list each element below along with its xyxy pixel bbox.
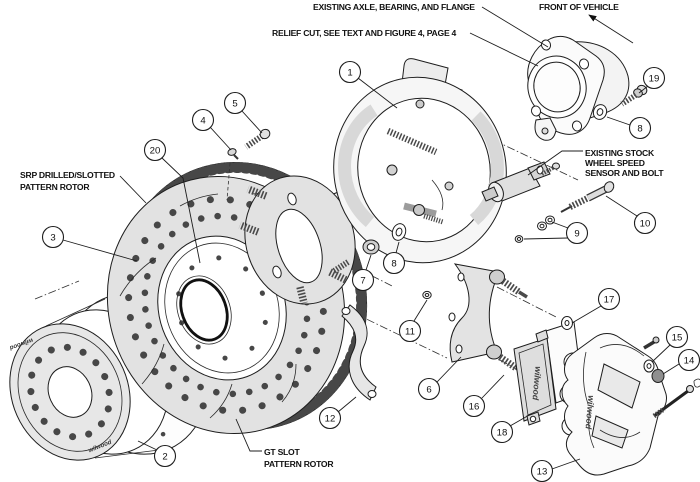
parking-brake-assembly [332,58,507,274]
svg-text:2: 2 [162,452,167,463]
svg-text:11: 11 [405,327,415,338]
svg-text:18: 18 [497,428,508,439]
svg-text:16: 16 [469,402,480,413]
callout-16: 16 [462,394,486,418]
cable-bracket [341,304,377,401]
callout-14: 14 [677,348,700,372]
callout-9: 9 [565,221,589,245]
callout-20: 20 [143,138,167,162]
callout-4: 4 [191,108,215,132]
callout-8-center: 8 [382,251,406,275]
label-gt-rotor-line2: PATTERN ROTOR [264,459,334,469]
label-front-of-vehicle: FRONT OF VEHICLE [539,2,619,12]
svg-text:13: 13 [537,467,548,478]
callout-12: 12 [318,406,342,430]
callout-3: 3 [41,225,65,249]
label-sensor-line2: WHEEL SPEED [585,158,645,168]
callout-15: 15 [665,325,689,349]
caliper: wilwood [559,316,700,476]
axle-flange [527,35,630,141]
hardware-fasteners [226,84,648,300]
caliper-bracket [448,263,528,375]
pad-brand-text: wilwood [530,366,543,401]
label-existing-axle: EXISTING AXLE, BEARING, AND FLANGE [313,2,475,12]
svg-text:7: 7 [360,276,365,287]
label-sensor-line3: SENSOR AND BOLT [585,168,664,178]
svg-text:19: 19 [649,74,660,85]
svg-text:5: 5 [232,99,237,110]
label-sensor-line1: EXISTING STOCK [585,148,655,158]
text-labels: EXISTING AXLE, BEARING, AND FLANGE FRONT… [20,2,665,469]
callout-11: 11 [398,319,422,343]
svg-text:12: 12 [325,414,336,425]
svg-text:20: 20 [150,146,161,157]
svg-text:8: 8 [637,124,642,135]
front-of-vehicle-arrow [588,14,634,44]
svg-text:14: 14 [684,356,695,367]
svg-text:8: 8 [391,259,396,270]
callout-13: 13 [530,459,554,482]
callout-5: 5 [223,91,247,115]
callout-2: 2 [153,444,177,468]
callout-19: 19 [642,66,666,90]
svg-text:17: 17 [604,295,615,306]
callout-6: 6 [417,377,441,401]
callout-8-top: 8 [628,116,652,140]
svg-text:10: 10 [640,219,651,230]
callout-1: 1 [338,60,362,84]
caliper-brand-text: wilwood [583,395,596,430]
svg-text:9: 9 [574,229,579,240]
label-relief-cut: RELIEF CUT, SEE TEXT AND FIGURE 4, PAGE … [272,28,457,38]
svg-text:4: 4 [200,116,206,127]
wheel-speed-sensor [481,161,560,203]
label-gt-rotor-line1: GT SLOT [264,447,300,457]
callout-7: 7 [351,268,375,292]
svg-text:3: 3 [50,233,55,244]
leader-lines [62,6,680,470]
callouts: 1 2 3 4 5 6 7 8 8 9 10 11 12 13 14 15 16… [41,60,700,482]
callout-18: 18 [490,420,514,444]
svg-text:1: 1 [347,68,352,79]
label-srp-rotor-line1: SRP DRILLED/SLOTTED [20,170,115,180]
callout-17: 17 [597,287,621,311]
label-srp-rotor-line2: PATTERN ROTOR [20,182,90,192]
hub-adapter [238,175,380,305]
callout-10: 10 [633,211,657,235]
svg-text:15: 15 [672,333,683,344]
svg-text:6: 6 [426,385,431,396]
